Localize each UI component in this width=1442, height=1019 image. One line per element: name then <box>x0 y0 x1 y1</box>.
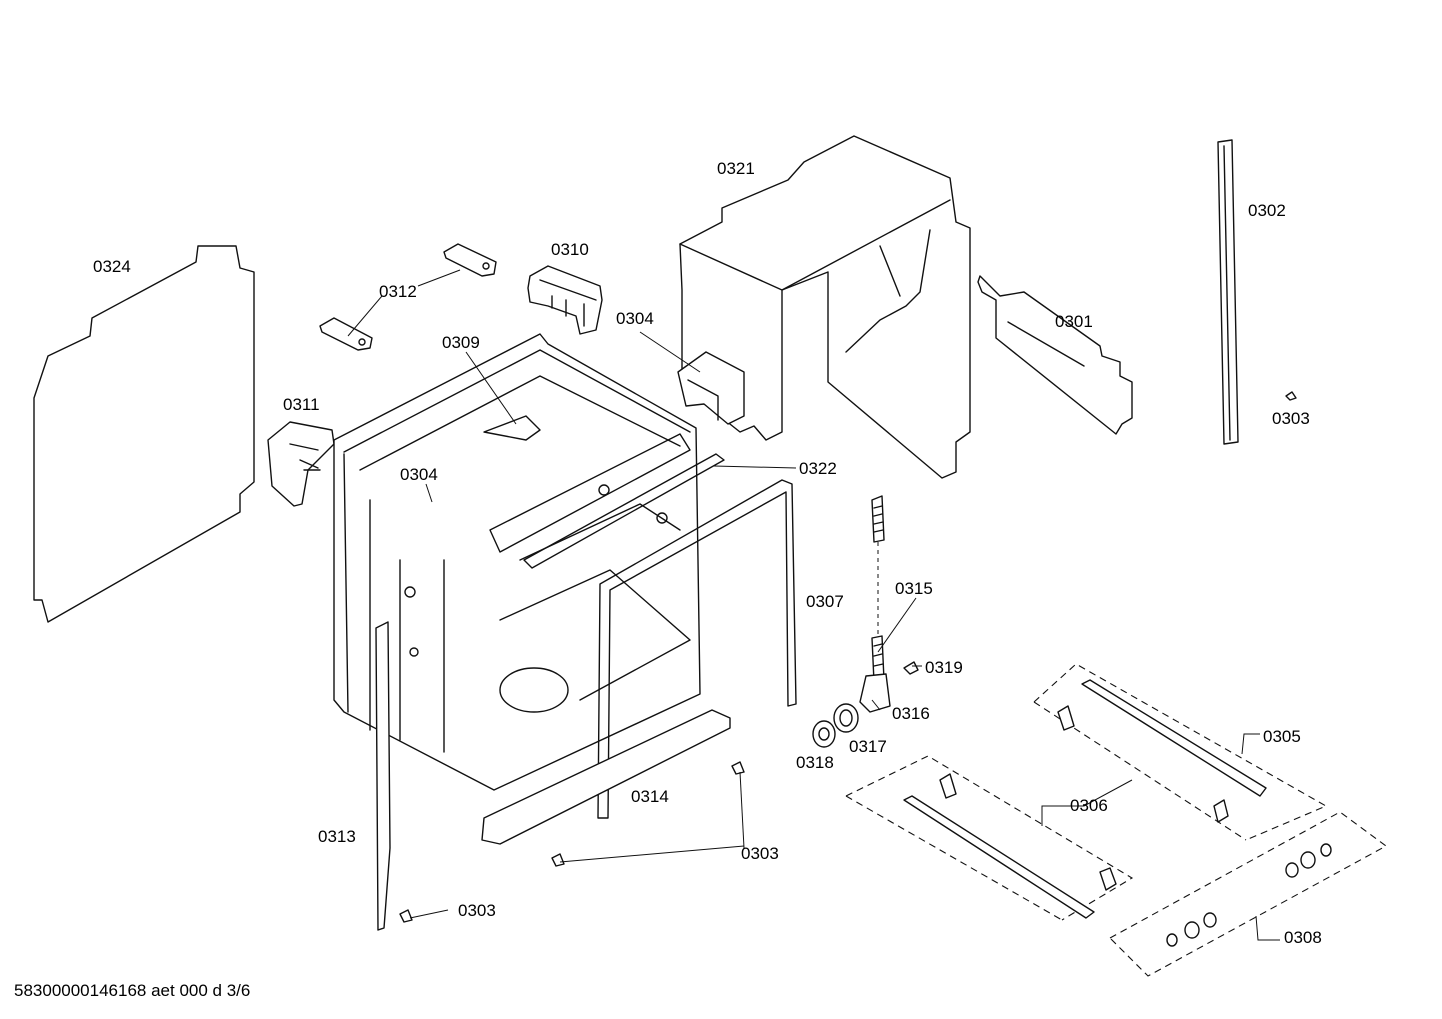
label-0307: 0307 <box>806 592 844 611</box>
label-0308: 0308 <box>1284 928 1322 947</box>
part-0316-elbow <box>859 673 891 713</box>
label-0303-left: 0303 <box>458 901 496 920</box>
label-0316: 0316 <box>892 704 930 723</box>
part-0315-hose <box>871 495 885 683</box>
label-0303-right: 0303 <box>1272 409 1310 428</box>
label-0322: 0322 <box>799 459 837 478</box>
label-0301: 0301 <box>1055 312 1093 331</box>
part-0319-screw <box>903 661 919 675</box>
part-0311-bracket <box>267 421 335 507</box>
part-tub-body <box>333 333 701 791</box>
part-0312-clips <box>319 243 497 351</box>
label-0304-upper: 0304 <box>616 309 654 328</box>
part-0313-strip <box>375 621 391 931</box>
part-0307-door-seal <box>597 479 797 819</box>
label-0305: 0305 <box>1263 727 1301 746</box>
label-0302: 0302 <box>1248 201 1286 220</box>
label-0314: 0314 <box>631 787 669 806</box>
part-0308-kit <box>1109 811 1388 977</box>
label-0324: 0324 <box>93 257 131 276</box>
label-0303-center: 0303 <box>741 844 779 863</box>
part-0314-base-plate <box>481 709 731 845</box>
label-0319: 0319 <box>925 658 963 677</box>
label-0321: 0321 <box>717 159 755 178</box>
part-0318-nut <box>812 720 836 748</box>
label-0306: 0306 <box>1070 796 1108 815</box>
label-0304-lower: 0304 <box>400 465 438 484</box>
part-0324-side-panel <box>33 245 255 623</box>
part-0317-ring <box>833 703 859 733</box>
label-0318: 0318 <box>796 753 834 772</box>
part-0322-seal <box>523 453 725 569</box>
part-0306-kit <box>845 755 1134 921</box>
label-0310: 0310 <box>551 240 589 259</box>
label-0317: 0317 <box>849 737 887 756</box>
part-0310-bracket <box>527 265 603 335</box>
label-0311: 0311 <box>283 395 320 414</box>
leader-lines <box>347 269 1280 941</box>
label-0313: 0313 <box>318 827 356 846</box>
label-0309: 0309 <box>442 333 480 352</box>
part-0301-rear-panel <box>977 275 1133 435</box>
part-0321-insulation <box>679 135 971 479</box>
label-0312: 0312 <box>379 282 417 301</box>
label-0315: 0315 <box>895 579 933 598</box>
part-0303-screws <box>399 391 1297 923</box>
document-id: 58300000146168 aet 000 d 3/6 <box>14 981 251 1000</box>
part-0305-kit <box>1033 663 1328 841</box>
part-0302-rail <box>1217 139 1239 445</box>
